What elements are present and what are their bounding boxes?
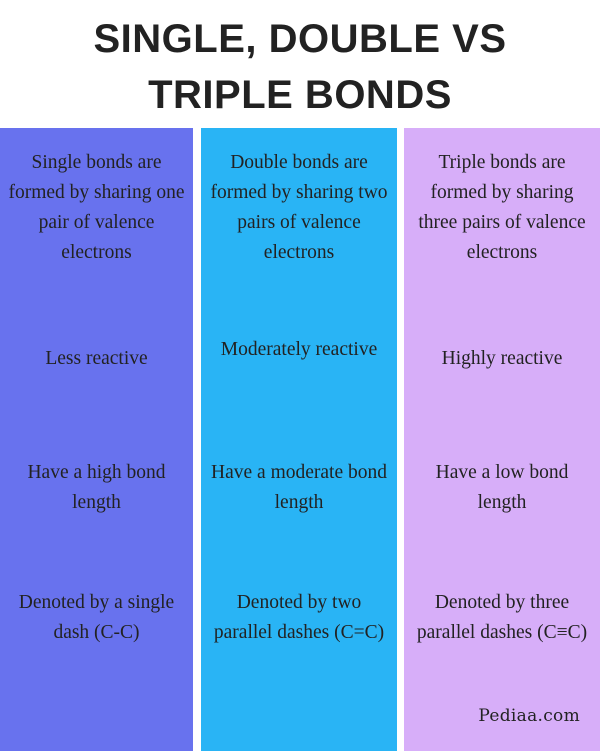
title-line-1: SINGLE, DOUBLE VS — [93, 17, 507, 61]
double-bond-reactivity: Moderately reactive — [220, 339, 378, 360]
title-line-2: TRIPLE BONDS — [148, 73, 452, 117]
single-bond-formation: Single bonds are formed by sharing one p… — [8, 152, 185, 263]
double-bond-notation: Denoted by two parallel dashes (C=C) — [213, 592, 385, 643]
double-bond-column: Double bonds are formed by sharing two p… — [201, 128, 397, 751]
double-bond-length: Have a moderate bond length — [211, 462, 387, 513]
page-title: SINGLE, DOUBLE VS TRIPLE BONDS — [94, 5, 507, 123]
single-bond-length: Have a high bond length — [27, 462, 166, 513]
triple-bond-column: Triple bonds are formed by sharing three… — [404, 128, 600, 751]
triple-bond-notation: Denoted by three parallel dashes (C≡C) — [416, 592, 588, 643]
single-bond-notation: Denoted by a single dash (C-C) — [18, 592, 175, 643]
triple-bond-reactivity: Highly reactive — [441, 348, 563, 369]
single-bond-column: Single bonds are formed by sharing one p… — [0, 128, 193, 751]
double-bond-formation: Double bonds are formed by sharing two p… — [210, 152, 388, 263]
single-bond-reactivity: Less reactive — [45, 348, 148, 369]
pediaa-logo: Pediaa.com — [478, 706, 580, 726]
triple-bond-length: Have a low bond length — [435, 462, 569, 513]
triple-bond-formation: Triple bonds are formed by sharing three… — [418, 152, 586, 263]
header: SINGLE, DOUBLE VS TRIPLE BONDS — [0, 0, 600, 128]
